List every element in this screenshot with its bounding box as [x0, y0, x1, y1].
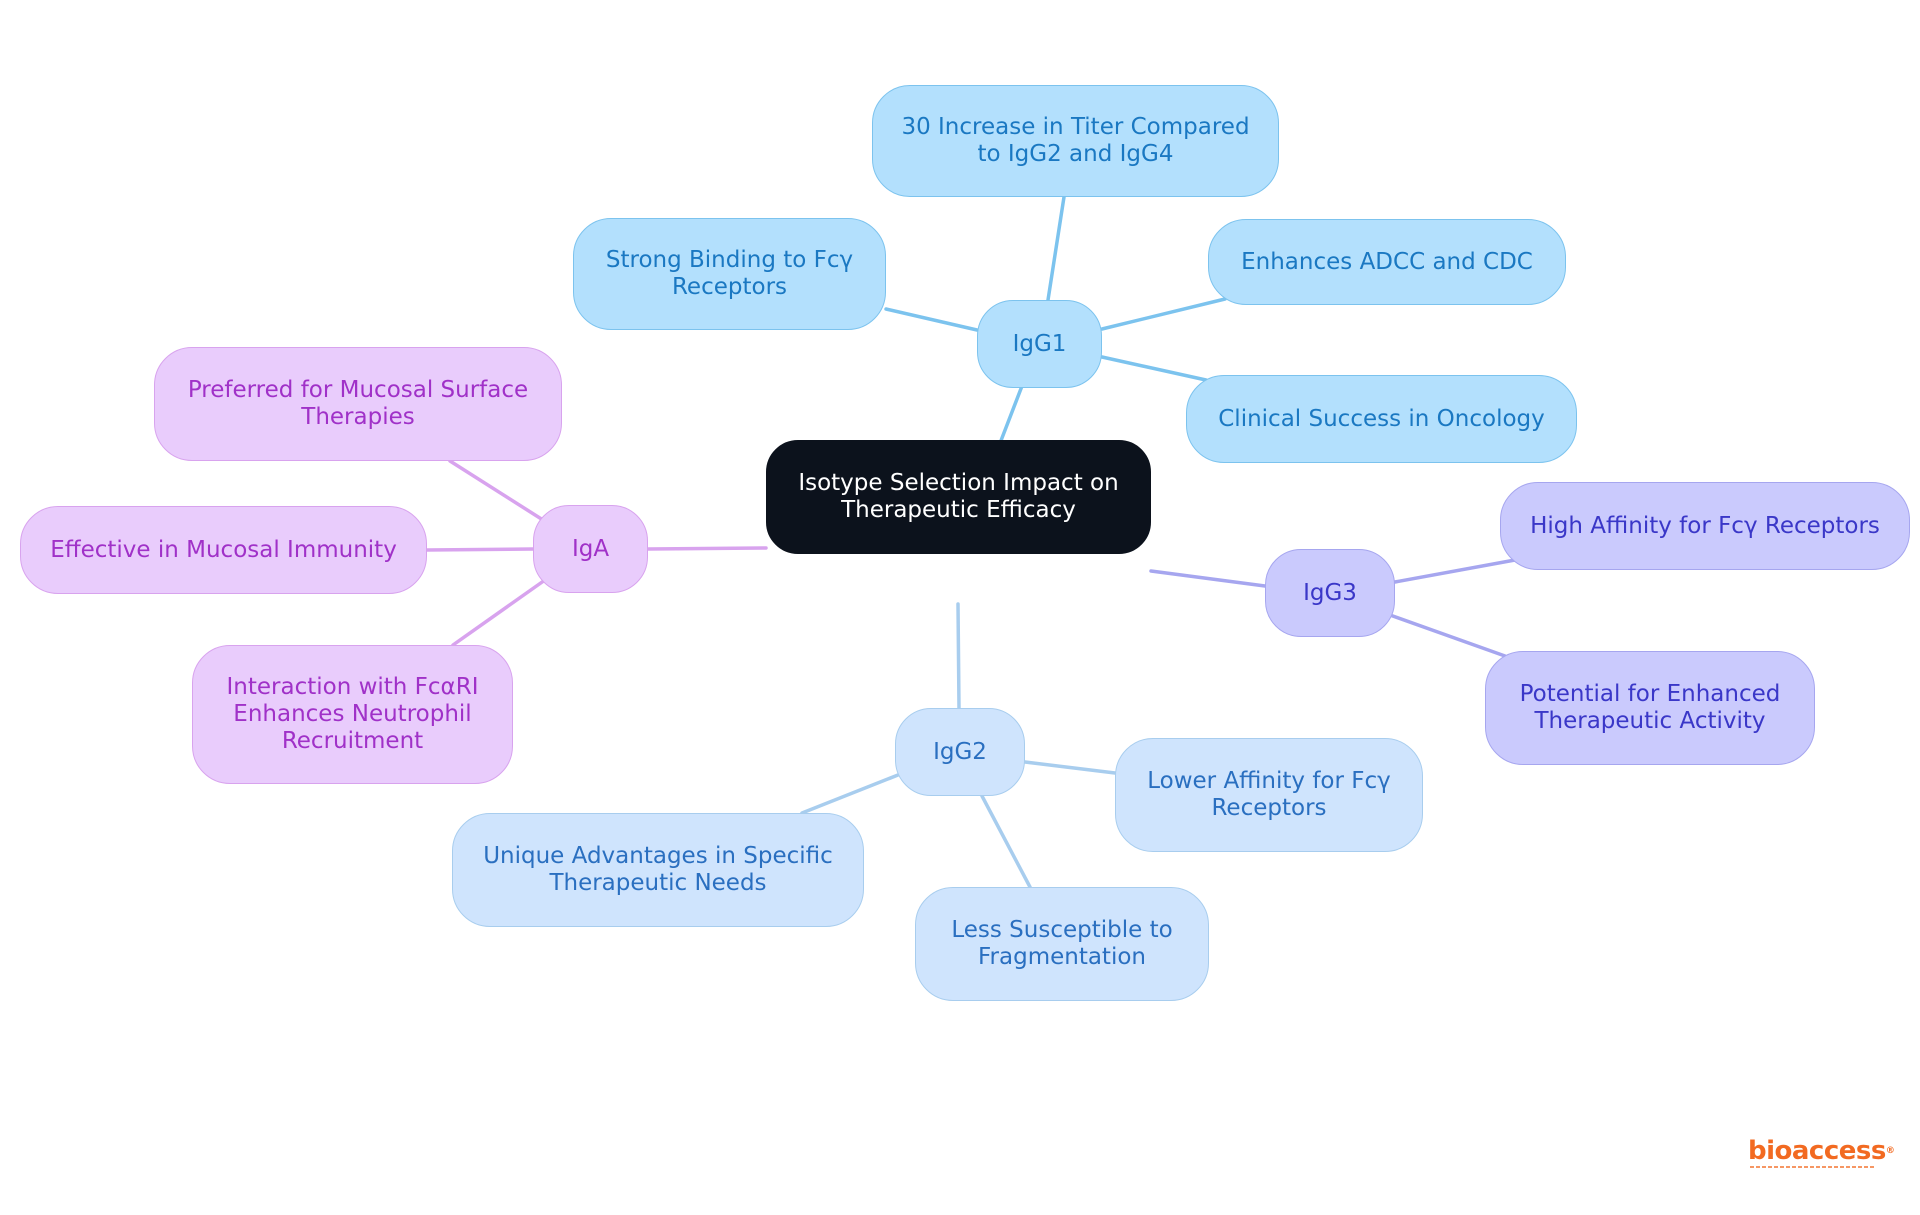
- branch-node-iga: IgA: [533, 505, 648, 593]
- edge-root-iga: [646, 546, 768, 551]
- edge-iga-iga-c2: [425, 547, 535, 552]
- logo-tagline-line: [1750, 1166, 1876, 1168]
- edge-igg3-igg3-c1: [1393, 558, 1517, 584]
- bioaccess-logo: bioaccess®: [1748, 1136, 1895, 1170]
- leaf-node-igg3-c1: High Affinity for Fcγ Receptors: [1500, 482, 1910, 570]
- leaf-node-igg1-c4: Clinical Success in Oncology: [1186, 375, 1577, 463]
- edge-root-igg3: [1149, 569, 1267, 588]
- root-node: Isotype Selection Impact on Therapeutic …: [766, 440, 1151, 554]
- leaf-node-iga-c1: Preferred for Mucosal Surface Therapies: [154, 347, 562, 461]
- edge-igg3-igg3-c2: [1388, 613, 1507, 658]
- leaf-node-igg1-c3: Enhances ADCC and CDC: [1208, 219, 1566, 305]
- leaf-node-iga-c3: Interaction with FcαRI Enhances Neutroph…: [192, 645, 513, 784]
- branch-node-igg2: IgG2: [895, 708, 1025, 796]
- edge-igg1-igg1-c2: [884, 307, 979, 332]
- edge-igg1-igg1-c1: [1046, 195, 1066, 302]
- leaf-node-igg3-c2: Potential for Enhanced Therapeutic Activ…: [1485, 651, 1815, 765]
- edge-igg2-igg2-c3: [800, 773, 900, 815]
- edges-layer: [425, 195, 1517, 889]
- edge-igg1-igg1-c3: [1100, 297, 1227, 331]
- branch-node-igg3: IgG3: [1265, 549, 1395, 637]
- leaf-node-iga-c2: Effective in Mucosal Immunity: [20, 506, 427, 594]
- leaf-node-igg2-c3: Unique Advantages in Specific Therapeuti…: [452, 813, 864, 927]
- edge-iga-iga-c3: [451, 578, 547, 647]
- edge-iga-iga-c1: [448, 459, 545, 522]
- edge-igg2-igg2-c2: [980, 794, 1032, 889]
- leaf-node-igg1-c1: 30 Increase in Titer Compared to IgG2 an…: [872, 85, 1279, 197]
- branch-node-igg1: IgG1: [977, 300, 1102, 388]
- edge-igg1-igg1-c4: [1100, 355, 1208, 382]
- logo-registered-mark: ®: [1885, 1146, 1895, 1156]
- leaf-node-igg2-c1: Lower Affinity for Fcγ Receptors: [1115, 738, 1423, 852]
- logo-text: bioaccess: [1748, 1136, 1886, 1166]
- leaf-node-igg1-c2: Strong Binding to Fcγ Receptors: [573, 218, 886, 330]
- leaf-node-igg2-c2: Less Susceptible to Fragmentation: [915, 887, 1209, 1001]
- edge-igg2-igg2-c1: [1023, 760, 1117, 775]
- edge-root-igg2: [956, 602, 961, 710]
